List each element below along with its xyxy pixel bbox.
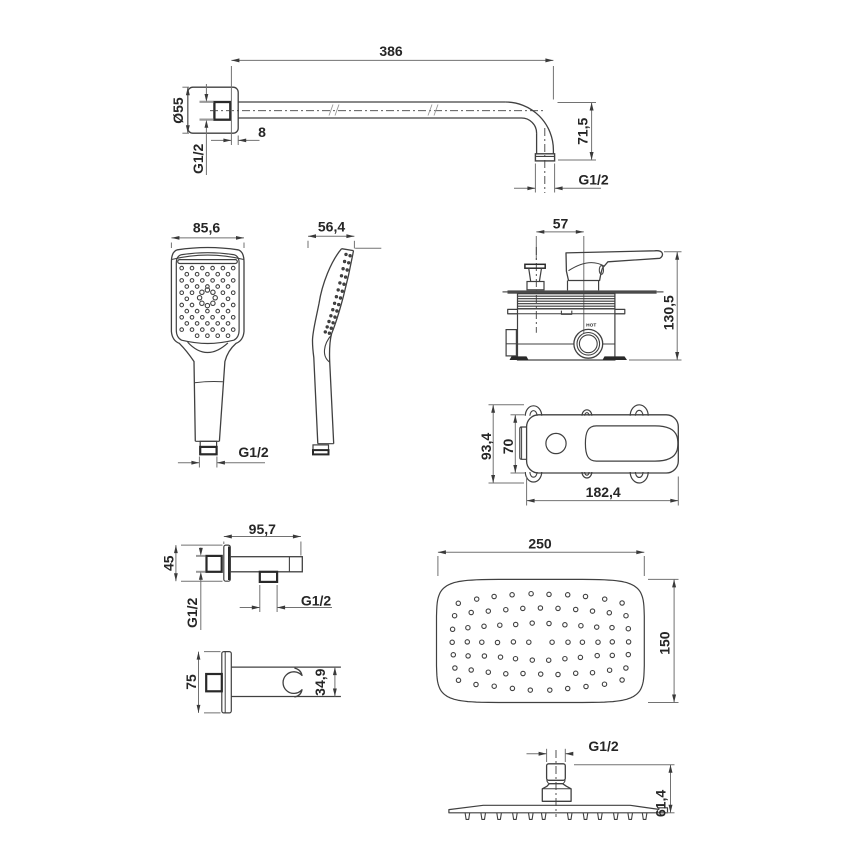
svg-text:45: 45 [160, 555, 176, 571]
svg-text:HOT: HOT [586, 322, 596, 328]
svg-text:130,5: 130,5 [661, 295, 677, 330]
svg-text:G1/2: G1/2 [238, 444, 269, 460]
svg-text:182,4: 182,4 [586, 484, 621, 500]
svg-text:386: 386 [379, 43, 403, 59]
svg-text:93,4: 93,4 [478, 433, 494, 460]
svg-text:250: 250 [528, 536, 552, 552]
svg-text:G1/2: G1/2 [578, 171, 609, 187]
svg-text:75: 75 [183, 674, 199, 690]
svg-text:G1/2: G1/2 [190, 143, 206, 174]
svg-text:G1/2: G1/2 [184, 597, 200, 628]
svg-text:G1/2: G1/2 [301, 592, 332, 608]
svg-text:56,4: 56,4 [318, 219, 345, 235]
svg-text:Ø55: Ø55 [170, 97, 186, 124]
svg-text:61,4: 61,4 [653, 790, 669, 817]
svg-text:70: 70 [500, 439, 516, 455]
svg-text:8: 8 [258, 124, 266, 140]
svg-text:G1/2: G1/2 [588, 738, 619, 754]
svg-text:95,7: 95,7 [249, 521, 276, 537]
svg-text:150: 150 [657, 631, 673, 655]
svg-text:85,6: 85,6 [193, 219, 220, 235]
svg-text:57: 57 [553, 216, 569, 232]
svg-text:34,9: 34,9 [312, 668, 328, 695]
svg-text:71,5: 71,5 [575, 117, 591, 144]
